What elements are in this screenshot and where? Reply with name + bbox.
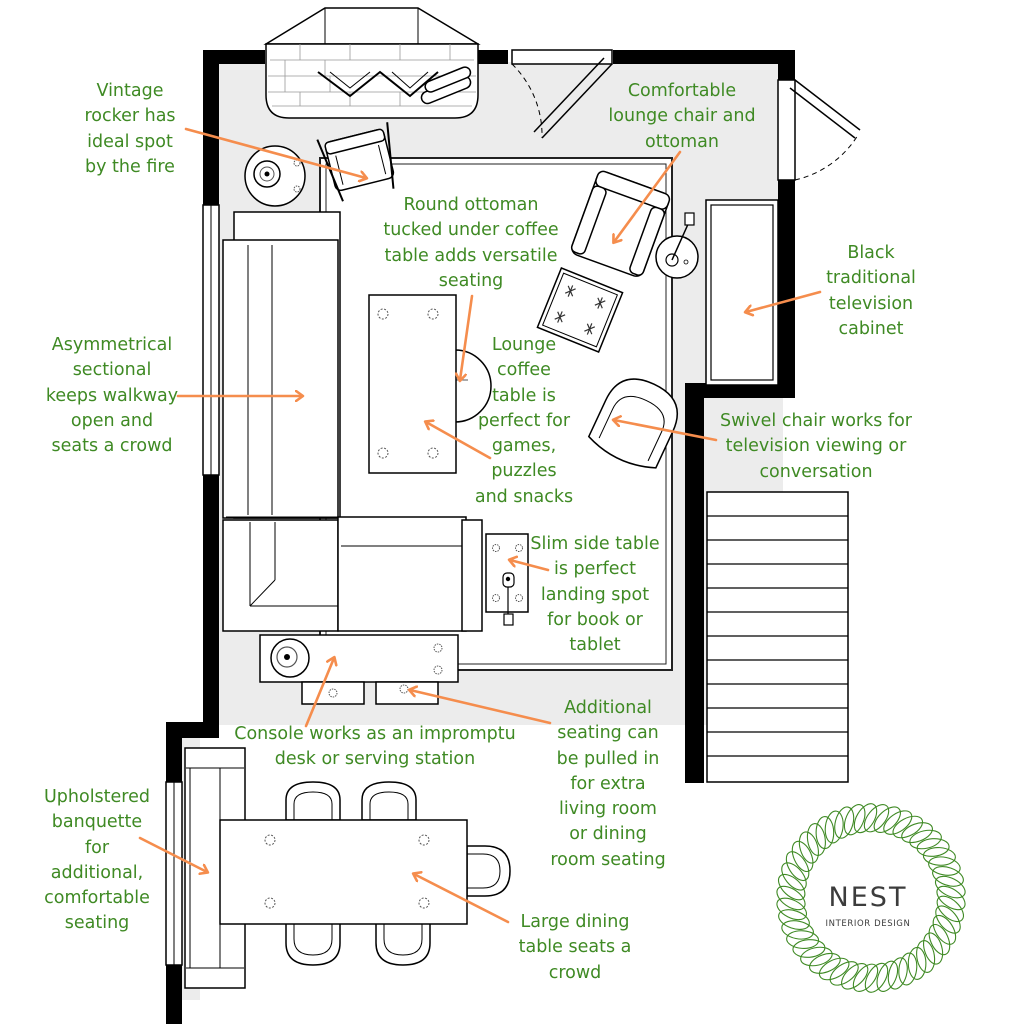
logo-loop — [786, 930, 820, 949]
arrow-dining-table — [414, 874, 510, 924]
annotation-rocker: Vintage rocker has ideal spot by the fir… — [84, 81, 176, 177]
logo-loop — [852, 963, 879, 992]
logo-loop — [824, 810, 844, 844]
logo-loop — [892, 815, 924, 839]
logo-loop — [800, 946, 833, 967]
dining-table — [219, 819, 468, 925]
arrow-console — [304, 658, 334, 728]
window-west — [202, 204, 220, 476]
logo-loop — [922, 847, 956, 866]
arrow-coffee-table — [426, 422, 492, 460]
logo-loop — [815, 816, 835, 850]
sectional-sofa — [222, 211, 483, 632]
annotation-console: Console works as an impromptu desk or se… — [234, 724, 516, 770]
arrow-round-ottoman — [460, 294, 474, 380]
annotation-lounge-chair: Comfortable lounge chair and ottoman — [608, 81, 756, 152]
staircase — [706, 491, 849, 783]
logo-loop — [928, 856, 961, 876]
side-table — [485, 533, 529, 626]
logo-loop — [792, 939, 826, 958]
annotation-banquette: Upholstered banquette for additional, co… — [43, 787, 150, 934]
logo-loop — [883, 810, 913, 835]
arrow-tv-cabinet — [746, 290, 822, 312]
logo-loop — [916, 838, 950, 857]
annotation-sectional: Asymmetrical sectional keeps walkway ope… — [45, 335, 179, 457]
logo-loop — [923, 932, 944, 965]
logo-loop — [843, 804, 866, 836]
logo-loop — [935, 905, 961, 934]
arrow-side-table — [510, 560, 550, 572]
floor-lamp — [655, 212, 699, 279]
nest-logo: NEST INTERIOR DESIGN — [776, 803, 966, 993]
logo-loop — [818, 957, 850, 981]
door-east — [777, 79, 861, 181]
walls — [166, 50, 795, 1024]
logo-loop — [909, 829, 942, 850]
logo-loop — [781, 862, 807, 891]
annotation-side-table: Slim side table is perfect landing spot … — [530, 534, 660, 656]
annotation-additional-seating: Additional seating can be pulled in for … — [550, 698, 666, 870]
logo-loop — [841, 963, 869, 990]
logo-loop — [864, 962, 889, 993]
annotation-swivel-chair: Swivel chair works for television viewin… — [720, 411, 912, 482]
logo-loop — [806, 823, 826, 856]
logo-loop — [863, 804, 890, 833]
logo-loop — [785, 851, 810, 882]
rocking-chair — [316, 122, 395, 202]
logo-loop — [934, 875, 966, 899]
arrow-banquette — [138, 836, 207, 872]
logo-loop — [887, 957, 908, 990]
door-north — [511, 49, 613, 139]
annotation-dining-table: Large dining table seats a crowd — [518, 912, 632, 983]
logo-loop — [876, 960, 899, 992]
logo-loop — [798, 831, 819, 864]
logo-loop — [901, 822, 933, 844]
logo-loop — [932, 866, 964, 887]
logo-loop — [809, 952, 841, 974]
coffee-table — [368, 294, 457, 474]
logo-loop — [916, 940, 936, 973]
logo-loop — [928, 923, 951, 956]
arrow-additional-seating — [410, 690, 552, 725]
logo-loop — [829, 961, 859, 986]
callout-arrows — [138, 127, 822, 924]
tv-cabinet — [705, 199, 779, 386]
logo-loop — [777, 873, 806, 901]
arrow-lounge-chair — [614, 150, 682, 242]
logo-loop — [791, 840, 814, 873]
logo-loop — [907, 946, 927, 980]
logo-loop — [776, 885, 806, 911]
arrow-swivel-chair — [614, 420, 718, 442]
arrow-rocker — [184, 127, 366, 178]
annotation-coffee-table: Lounge coffee table is perfect for games… — [474, 335, 574, 507]
lounge-chair — [570, 170, 671, 277]
logo-loop — [873, 806, 901, 833]
logo-loop — [898, 952, 918, 986]
brand-subtitle: INTERIOR DESIGN — [826, 919, 911, 929]
lounge-ottoman — [536, 266, 624, 354]
annotation-tv-cabinet: Black traditional television cabinet — [826, 243, 916, 339]
logo-loop — [932, 914, 957, 945]
console-table — [259, 634, 459, 683]
logo-loop — [853, 803, 878, 834]
logo-loop — [936, 895, 965, 923]
table-lamp-fireside — [244, 145, 306, 207]
logo-loop — [781, 920, 814, 940]
logo-loop — [776, 897, 808, 921]
window-dining — [165, 781, 183, 966]
annotation-round-ottoman: Round ottoman tucked under coffee table … — [383, 195, 559, 291]
fireplace — [263, 7, 481, 119]
logo-loop — [778, 909, 810, 930]
brand-name: NEST — [829, 882, 908, 913]
dining-chairs — [285, 781, 511, 966]
logo-loop — [834, 806, 855, 839]
